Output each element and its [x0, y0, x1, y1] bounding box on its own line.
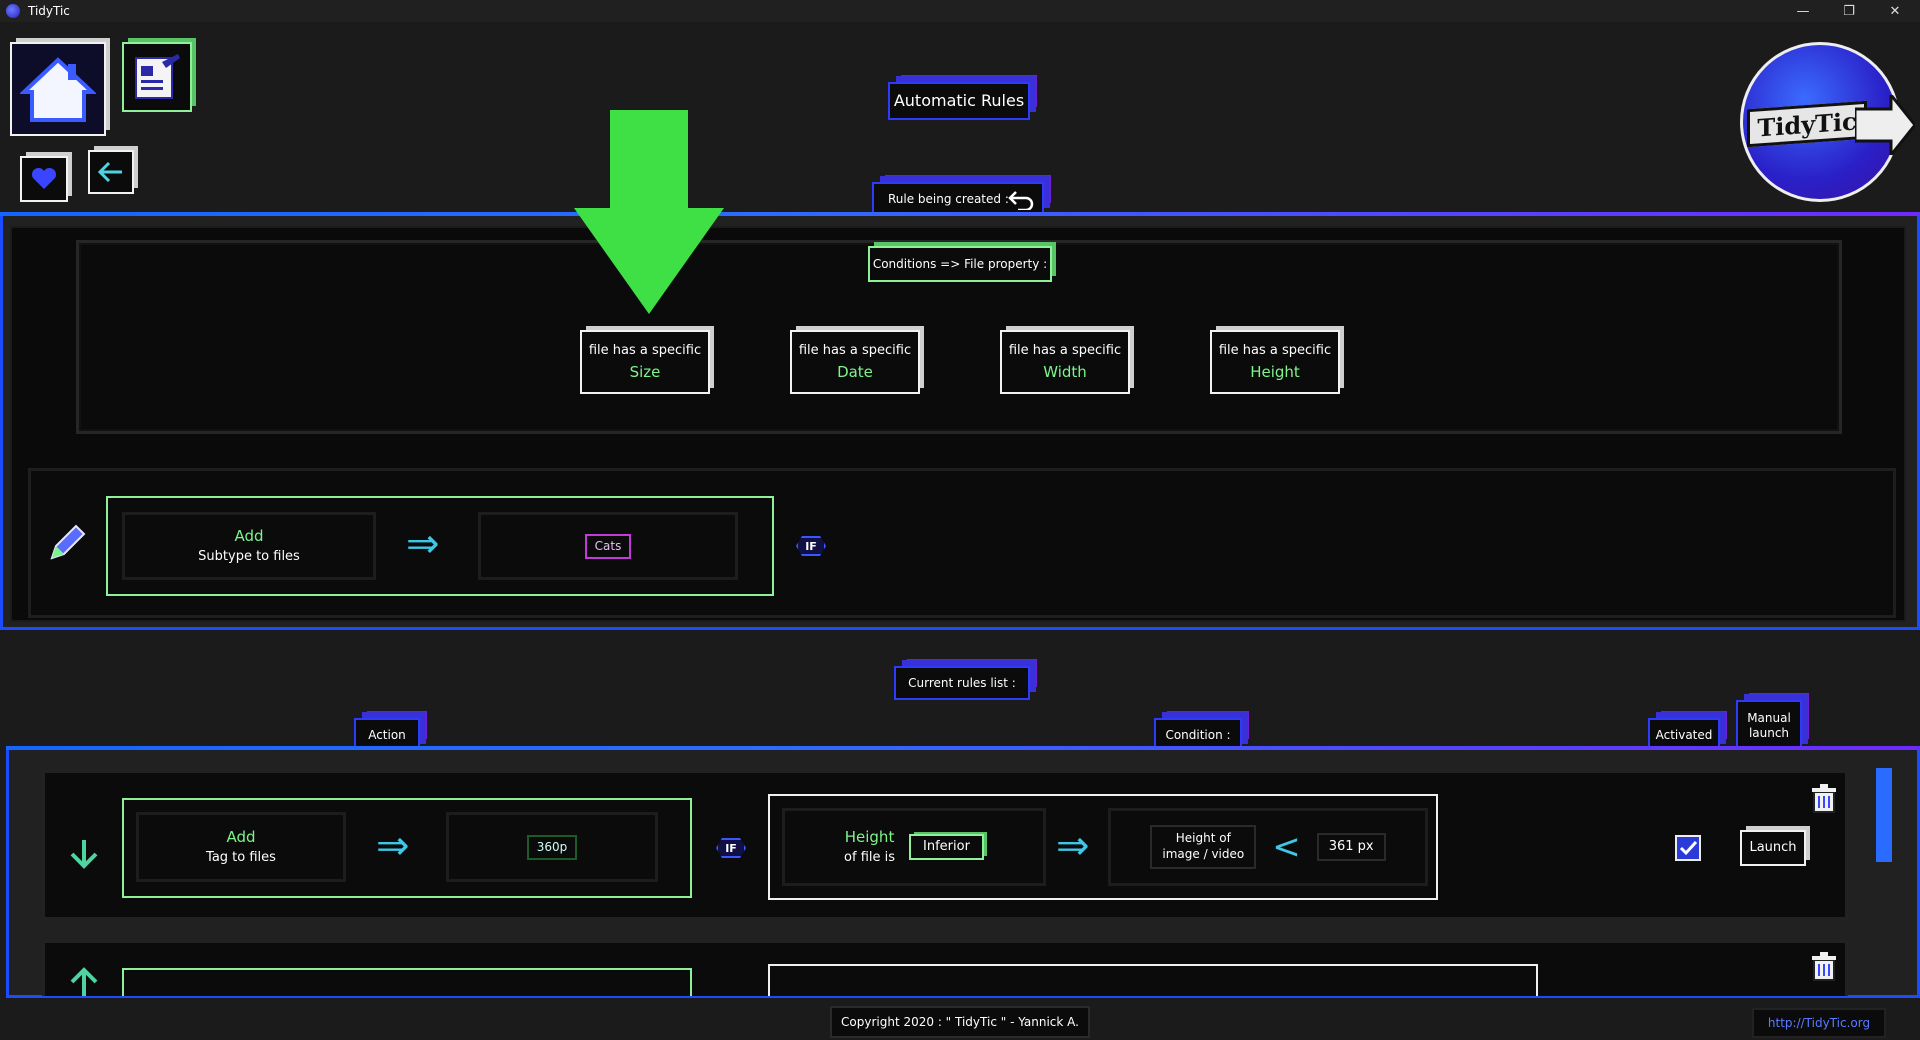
move-up-icon[interactable]: [66, 964, 102, 1000]
rule-builder-target-chip[interactable]: Cats: [584, 533, 632, 559]
undo-icon[interactable]: [1008, 190, 1034, 210]
rule-condition-prop-line2: of file is: [844, 850, 896, 866]
rule-subject-line2: image / video: [1162, 847, 1245, 861]
option-size-line1: file has a specific: [588, 342, 702, 358]
option-date-button[interactable]: file has a specific Date: [790, 330, 920, 394]
logo-arrow-icon: [1855, 95, 1915, 155]
app-icon: [6, 4, 20, 18]
heart-icon: [31, 167, 57, 189]
option-size-line2: Size: [629, 362, 661, 381]
scrollbar-thumb[interactable]: [1876, 768, 1892, 862]
option-date-line2: Date: [837, 362, 873, 381]
tidytic-logo: TidyTic: [1740, 42, 1915, 202]
rule-builder-verb: Add: [234, 526, 264, 545]
trash-icon[interactable]: [1810, 952, 1838, 982]
rule-being-created-label: Rule being created :: [872, 182, 1044, 216]
home-button[interactable]: [10, 42, 106, 136]
option-width-button[interactable]: file has a specific Width: [1000, 330, 1130, 394]
logo-text: TidyTic: [1747, 100, 1867, 148]
rule-action-box-partial: [122, 968, 692, 996]
rule-condition-prop-line1: Height: [844, 827, 895, 846]
page-title: Automatic Rules: [888, 82, 1030, 120]
upper-panel-top-border: [0, 212, 1920, 218]
trash-icon[interactable]: [1810, 784, 1838, 814]
rule-action-detail: Tag to files: [206, 850, 276, 866]
col-header-manual-launch: Manual launch: [1736, 700, 1802, 752]
rule-builder-action[interactable]: Add Subtype to files: [122, 512, 376, 580]
minimize-button[interactable]: —: [1796, 3, 1810, 19]
down-arrow-indicator-icon: [574, 110, 724, 314]
title-bar: TidyTic — ❐ ✕: [0, 0, 1920, 22]
back-arrow-icon: [98, 161, 122, 183]
option-height-button[interactable]: file has a specific Height: [1210, 330, 1340, 394]
copyright-text: Copyright 2020 : " TidyTic " - Yannick A…: [830, 1006, 1090, 1038]
option-height-line1: file has a specific: [1218, 342, 1332, 358]
rule-if-badge: IF: [716, 838, 746, 858]
home-icon: [20, 57, 96, 122]
option-height-line2: Height: [1250, 362, 1300, 381]
rule-target-box: 360p: [446, 812, 658, 882]
rule-operator: <: [1272, 826, 1301, 867]
launch-button[interactable]: Launch: [1740, 830, 1806, 866]
rule-builder-if-badge: IF: [796, 536, 826, 556]
edit-icon: [135, 54, 180, 99]
back-button[interactable]: [88, 150, 134, 194]
current-rules-label: Current rules list :: [894, 666, 1030, 700]
rule-target-chip[interactable]: 360p: [526, 834, 578, 860]
website-link[interactable]: http://TidyTic.org: [1752, 1008, 1886, 1038]
activated-checkbox[interactable]: [1674, 834, 1702, 862]
favorites-button[interactable]: [20, 156, 68, 202]
rule-subject-chip[interactable]: Height of image / video: [1150, 825, 1257, 869]
pencil-icon[interactable]: [48, 522, 88, 562]
close-button[interactable]: ✕: [1889, 3, 1901, 19]
rule-builder-detail: Subtype to files: [198, 549, 300, 565]
rule-subject-line1: Height of: [1175, 831, 1231, 846]
edit-rules-button[interactable]: [122, 42, 192, 112]
rule-action-arrow-icon: ⇒: [376, 823, 410, 869]
rule-action[interactable]: Add Tag to files: [136, 812, 346, 882]
restore-button[interactable]: ❐: [1843, 3, 1855, 19]
move-down-icon[interactable]: [66, 836, 102, 872]
rule-comparator-chip[interactable]: Inferior: [909, 833, 984, 861]
rule-action-verb: Add: [226, 827, 256, 846]
rule-condition-box-partial: [768, 964, 1538, 996]
rule-builder-arrow-icon: ⇒: [406, 521, 440, 567]
conditions-label: Conditions => File property :: [868, 246, 1052, 282]
option-size-button[interactable]: file has a specific Size: [580, 330, 710, 394]
rule-condition-arrow-icon: ⇒: [1056, 823, 1090, 869]
option-width-line2: Width: [1043, 362, 1087, 381]
rule-condition-property[interactable]: Height of file is Inferior: [782, 808, 1046, 886]
option-date-line1: file has a specific: [798, 342, 912, 358]
rule-value-chip[interactable]: 361 px: [1316, 832, 1386, 862]
rule-builder-target-box: Cats: [478, 512, 738, 580]
lower-panel-top-border: [6, 746, 1920, 752]
window-title: TidyTic: [28, 4, 70, 18]
option-width-line1: file has a specific: [1008, 342, 1122, 358]
rule-being-created-text: Rule being created :: [888, 191, 1009, 206]
rule-condition-value-box: Height of image / video < 361 px: [1108, 808, 1428, 886]
